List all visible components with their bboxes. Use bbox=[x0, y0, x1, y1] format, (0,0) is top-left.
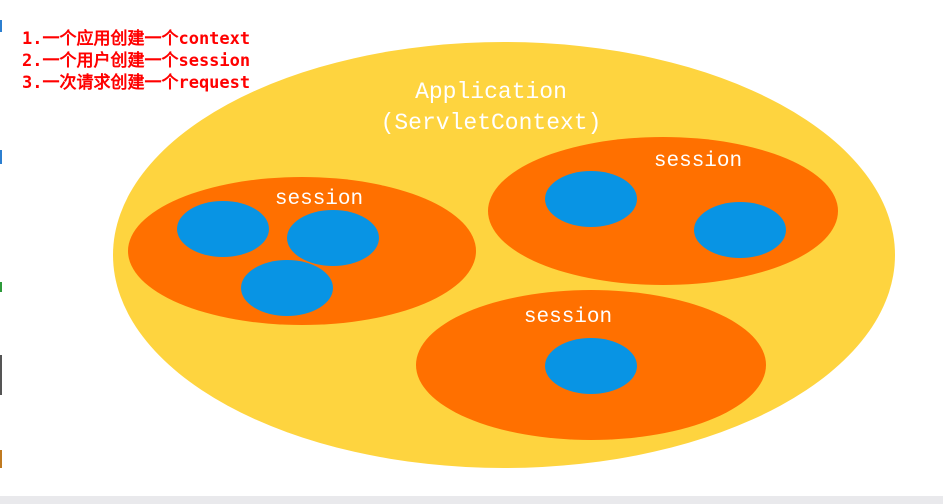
request-ellipse-2a bbox=[545, 171, 637, 227]
note-line-3: 3.一次请求创建一个request bbox=[22, 73, 251, 93]
session-label-3: session bbox=[524, 306, 612, 329]
request-ellipse-1a bbox=[177, 201, 269, 257]
application-title: Application bbox=[415, 79, 567, 105]
note-line-1: 1.一个应用创建一个context bbox=[22, 29, 251, 49]
request-ellipse-1c bbox=[241, 260, 333, 316]
notes-list: 1.一个应用创建一个context 2.一个用户创建一个session 3.一次… bbox=[22, 28, 250, 94]
request-ellipse-2b bbox=[694, 202, 786, 258]
bottom-strip bbox=[0, 496, 943, 504]
request-ellipse-1b bbox=[287, 210, 379, 266]
note-line-2: 2.一个用户创建一个session bbox=[22, 51, 251, 71]
left-edge-marks bbox=[0, 0, 3, 504]
session-label-1: session bbox=[275, 188, 363, 211]
application-subtitle: (ServletContext) bbox=[381, 110, 602, 136]
request-ellipse-3a bbox=[545, 338, 637, 394]
session-label-2: session bbox=[654, 150, 742, 173]
